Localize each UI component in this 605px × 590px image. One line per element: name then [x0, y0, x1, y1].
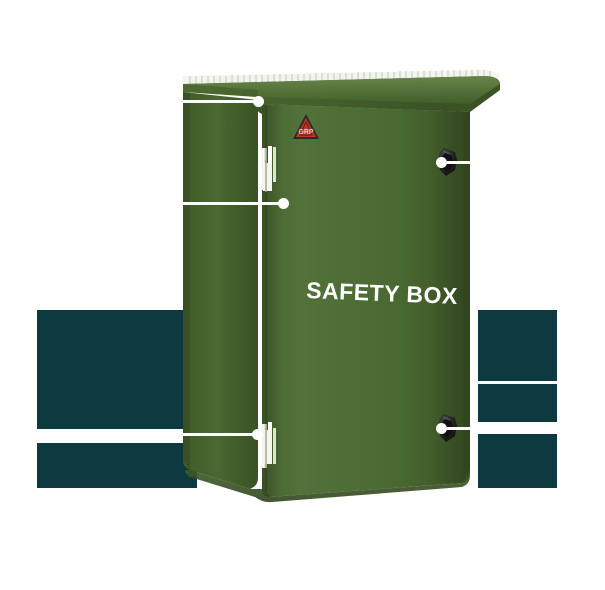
leader-line-lock-bottom — [447, 427, 558, 430]
callout-dot-lock-top — [436, 157, 447, 168]
hazard-triangle-icon: GRP — [293, 114, 319, 139]
hinge-top — [262, 146, 276, 192]
annotation-block-left-lower — [37, 443, 197, 488]
leader-line-lock-top — [447, 161, 487, 164]
door-product-text: SAFETY BOX — [306, 277, 459, 309]
callout-dot-hinge-bottom — [252, 429, 263, 440]
leader-line-door-left — [172, 202, 285, 205]
cabinet-base — [185, 470, 470, 503]
annotation-block-right-upper — [478, 310, 557, 422]
svg-text:SAFETY BOX: SAFETY BOX — [306, 277, 459, 309]
svg-text:GRP: GRP — [298, 129, 314, 136]
annotation-block-right-lower — [478, 434, 557, 488]
callout-dot-door-left — [278, 198, 289, 209]
leader-line-top-left — [172, 100, 262, 103]
callout-dot-top-left — [253, 96, 264, 107]
leader-line-lock-top-vertical — [475, 161, 478, 383]
cabinet-side-panel — [183, 92, 258, 489]
callout-dot-lock-bottom — [436, 423, 447, 434]
leader-line-right-divider — [475, 381, 605, 384]
annotation-block-left-upper — [37, 310, 197, 429]
cabinet-door — [262, 104, 470, 497]
hinge-bottom — [262, 422, 276, 468]
leader-line-hinge-bottom — [37, 433, 260, 436]
